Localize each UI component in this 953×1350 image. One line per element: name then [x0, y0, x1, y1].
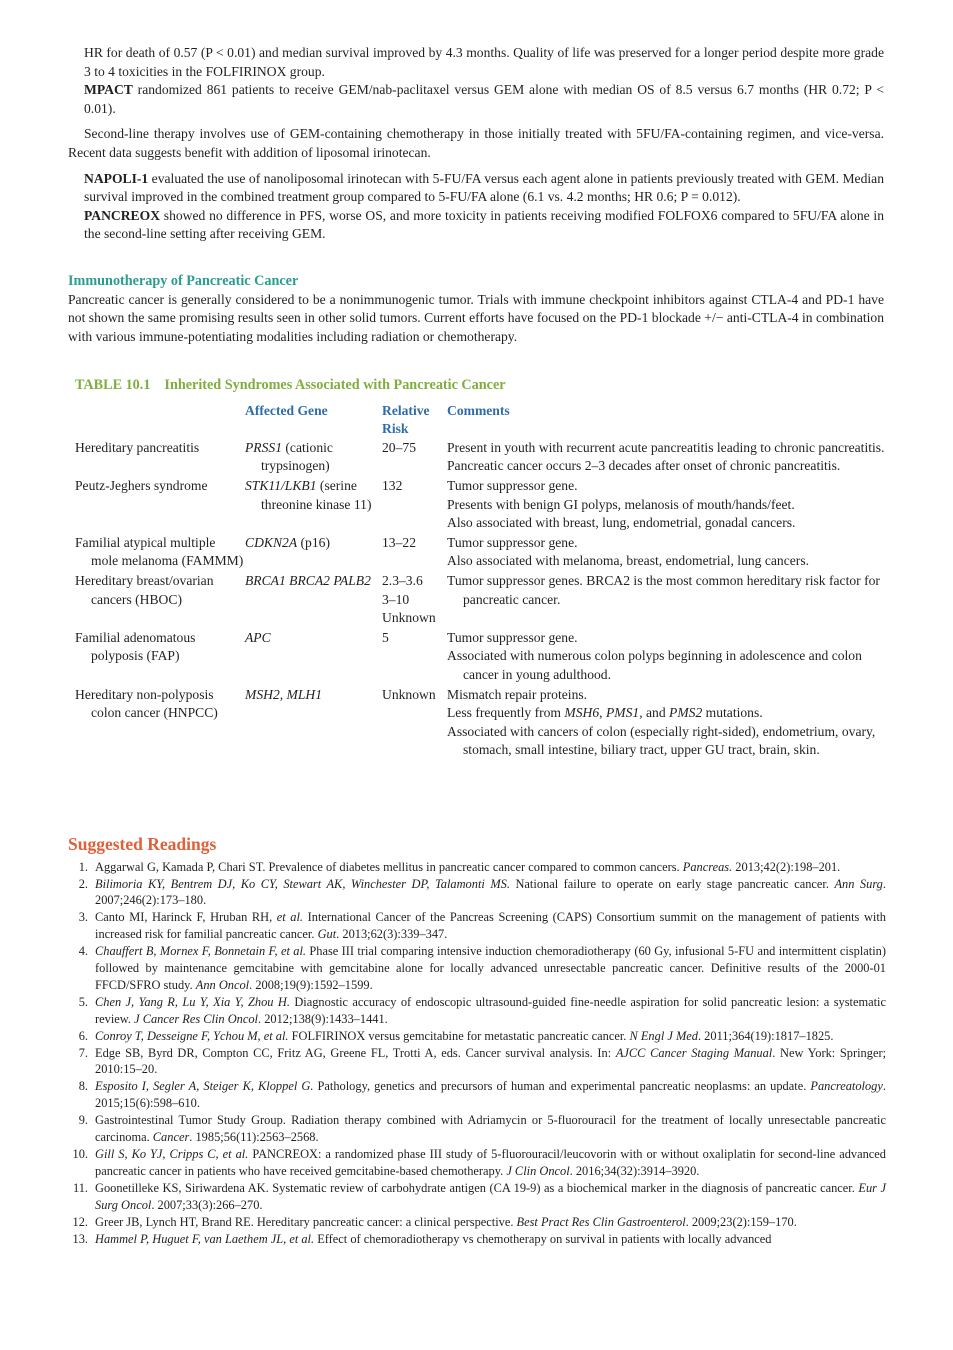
header-affected-gene: Affected Gene — [245, 402, 328, 418]
risk-cell: 132 — [382, 477, 403, 493]
table-row: Peutz-Jeghers syndrome STK11/LKB1 (serin… — [75, 477, 887, 534]
reference-item: 10.Gill S, Ko YJ, Cripps C, et al. PANCR… — [72, 1147, 887, 1178]
risk-cell: 13–22 — [382, 534, 416, 550]
reference-item: 8.Esposito I, Segler A, Steiger K, Klopp… — [78, 1079, 886, 1111]
table-section: TABLE 10.1 Inherited Syndromes Associated… — [75, 376, 887, 761]
syndrome-cell: Familial adenomatous polyposis (FAP) — [75, 629, 196, 664]
syndrome-cell: Hereditary pancreatitis — [75, 439, 200, 455]
immunotherapy-section: Immunotherapy of Pancreatic Cancer Pancr… — [68, 272, 884, 346]
suggested-readings-section: Suggested Readings 1.Aggarwal G, Kamada … — [68, 835, 886, 1247]
syndrome-cell: Peutz-Jeghers syndrome — [75, 477, 208, 493]
risk-cell: Unknown — [382, 686, 436, 702]
table-row: Hereditary non-polyposis colon cancer (H… — [75, 686, 887, 761]
comments-cell: Tumor suppressor genes. BRCA2 is the mos… — [447, 572, 880, 607]
syndrome-cell: Familial atypical multiple mole melanoma… — [75, 534, 244, 569]
risk-cell: 20–75 — [382, 439, 416, 455]
gene-cell: CDKN2A (p16) — [245, 534, 330, 550]
comments-cell: Present in youth with recurrent acute pa… — [447, 439, 885, 474]
reference-list: 1.Aggarwal G, Kamada P, Chari ST. Preval… — [68, 859, 887, 1248]
reference-item: 13.Hammel P, Huguet F, van Laethem JL, e… — [72, 1231, 772, 1246]
gene-cell: MSH2, MLH1 — [245, 686, 323, 702]
comments-cell: Tumor suppressor gene.Associated with nu… — [447, 629, 862, 682]
gene-cell: PRSS1 (cationic trypsinogen) — [245, 439, 333, 474]
syndrome-cell: Hereditary non-polyposis colon cancer (H… — [75, 686, 218, 721]
napoli-trial-name: NAPOLI-1 — [84, 170, 149, 186]
mpact-trial-name: MPACT — [84, 82, 133, 98]
gene-cell: APC — [245, 629, 271, 645]
intro-section: HR for death of 0.57 (P < 0.01) and medi… — [68, 44, 884, 244]
suggested-readings-heading: Suggested Readings — [68, 834, 217, 854]
pancreox-trial-name: PANCREOX — [84, 207, 161, 223]
table-row: Familial atypical multiple mole melanoma… — [75, 534, 887, 572]
syndrome-cell: Hereditary breast/ovarian cancers (HBOC) — [75, 572, 214, 607]
reference-item: 11.Goonetilleke KS, Siriwardena AK. Syst… — [72, 1180, 886, 1212]
reference-item: 6.Conroy T, Desseigne F, Ychou M, et al.… — [78, 1028, 834, 1043]
table-row: Hereditary pancreatitis PRSS1 (cationic … — [75, 439, 887, 477]
mpact-text: randomized 861 patients to receive GEM/n… — [84, 82, 884, 116]
comments-cell: Tumor suppressor gene.Also associated wi… — [447, 534, 810, 569]
comments-cell: Mismatch repair proteins. Less frequentl… — [447, 686, 876, 758]
table-row: Hereditary breast/ovarian cancers (HBOC)… — [75, 572, 887, 629]
second-line-paragraph: Second-line therapy involves use of GEM-… — [68, 126, 884, 160]
napoli-paragraph: NAPOLI-1 evaluated the use of nanoliposo… — [68, 170, 884, 207]
reference-item: 7.Edge SB, Byrd DR, Compton CC, Fritz AG… — [78, 1045, 887, 1077]
comments-cell: Tumor suppressor gene.Presents with beni… — [447, 477, 796, 531]
gene-cell: STK11/LKB1 (serine threonine kinase 11) — [245, 477, 372, 512]
gene-cell: BRCA1 BRCA2 PALB2 — [245, 572, 371, 588]
folfirinox-paragraph: HR for death of 0.57 (P < 0.01) and medi… — [84, 45, 884, 79]
reference-item: 5.Chen J, Yang R, Lu Y, Xia Y, Zhou H. D… — [78, 994, 887, 1026]
risk-cell: 5 — [382, 629, 389, 645]
header-relative-risk: Relative Risk — [382, 402, 430, 437]
header-comments: Comments — [447, 402, 510, 418]
table-number: TABLE 10.1 — [75, 377, 151, 393]
reference-item: 9. Gastrointestinal Tumor Study Group. R… — [78, 1113, 886, 1145]
table-title-text: Inherited Syndromes Associated with Panc… — [164, 377, 506, 393]
header-syndrome — [75, 402, 245, 439]
reference-item: 2.Bilimoria KY, Bentrem DJ, Ko CY, Stewa… — [78, 876, 886, 908]
reference-item: 1.Aggarwal G, Kamada P, Chari ST. Preval… — [78, 859, 841, 874]
table-header-row: Affected Gene Relative Risk Comments — [75, 402, 887, 439]
pancreox-text: showed no difference in PFS, worse OS, a… — [84, 207, 884, 242]
reference-item: 4.Chauffert B, Mornex F, Bonnetain F, et… — [78, 944, 886, 992]
immunotherapy-paragraph: Pancreatic cancer is generally considere… — [68, 291, 884, 344]
reference-item: 3.Canto MI, Harinck F, Hruban RH, et al.… — [78, 910, 887, 942]
table-row: Familial adenomatous polyposis (FAP) APC… — [75, 629, 887, 686]
immunotherapy-heading: Immunotherapy of Pancreatic Cancer — [68, 273, 299, 289]
reference-item: 12.Greer JB, Lynch HT, Brand RE. Heredit… — [72, 1214, 797, 1229]
mpact-paragraph: MPACT randomized 861 patients to receive… — [68, 81, 884, 118]
table-title: TABLE 10.1 Inherited Syndromes Associated… — [75, 376, 887, 395]
napoli-text: evaluated the use of nanoliposomal irino… — [84, 170, 884, 205]
pancreox-paragraph: PANCREOX showed no difference in PFS, wo… — [68, 207, 884, 244]
syndromes-table: Affected Gene Relative Risk Comments Her… — [75, 402, 887, 761]
